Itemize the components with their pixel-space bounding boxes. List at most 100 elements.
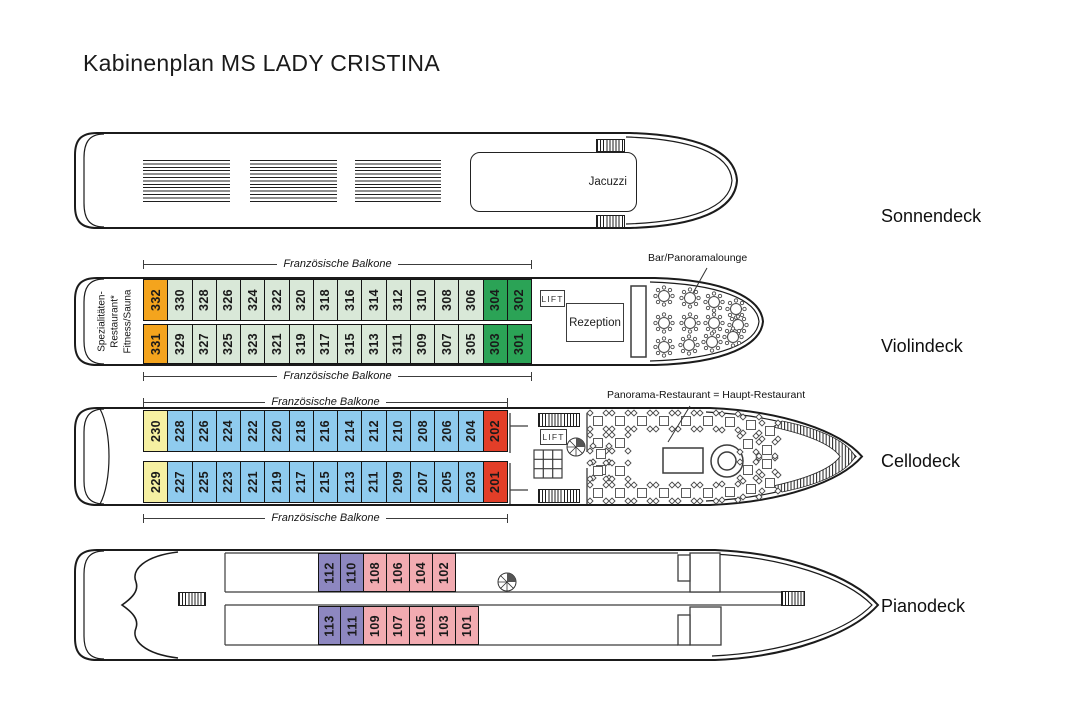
cabin-223: 223 (215, 461, 242, 503)
cabin-number: 317 (318, 332, 333, 356)
cabin-number: 332 (148, 288, 163, 312)
page-title: Kabinenplan MS LADY CRISTINA (83, 50, 440, 76)
cabin-number: 313 (366, 332, 381, 356)
round-feature-inner (717, 451, 737, 471)
cabin-307: 307 (434, 324, 460, 364)
cabin-number: 216 (318, 419, 333, 443)
french-balconies-bracket-top: Französische Balkone (143, 396, 509, 408)
cabin-205: 205 (434, 461, 460, 503)
cabin-number: 311 (391, 333, 406, 355)
stairs-icon (538, 413, 580, 427)
bracket-line (397, 375, 532, 377)
pantry-grid-box (533, 449, 563, 479)
cabin-101: 101 (454, 606, 479, 645)
cabin-325: 325 (215, 324, 241, 364)
cabin-number: 230 (148, 419, 163, 443)
cabin-number: 318 (318, 288, 333, 312)
cabin-228: 228 (167, 410, 193, 452)
cabin-309: 309 (409, 324, 435, 364)
cabin-number: 207 (415, 470, 430, 494)
cabin-number: 309 (415, 332, 430, 356)
cabin-219: 219 (264, 461, 290, 503)
cabin-number: 102 (436, 561, 451, 584)
deck-label-sonnendeck: Sonnendeck (881, 206, 982, 226)
cabin-315: 315 (337, 324, 363, 364)
cabin-number: 210 (391, 419, 406, 443)
buffet-box (662, 447, 704, 474)
cabin-number: 307 (439, 332, 454, 356)
bracket-tick (507, 397, 509, 407)
restaurant-pointer-line (667, 405, 691, 443)
cabin-number: 329 (172, 332, 187, 356)
jacuzzi-label: Jacuzzi (588, 176, 627, 188)
jacuzzi-box: Jacuzzi (470, 152, 637, 212)
french-balconies-label: Französische Balkone (271, 512, 380, 524)
cabin-number: 324 (245, 288, 260, 312)
cabin-number: 322 (269, 288, 284, 312)
cabin-number: 215 (318, 470, 333, 494)
cabin-number: 304 (488, 288, 503, 312)
cabin-number: 203 (464, 470, 479, 494)
restaurant-label: Panorama-Restaurant = Haupt-Restaurant (607, 389, 806, 401)
cabin-109: 109 (362, 606, 387, 645)
bow-rooms (677, 552, 722, 646)
bracket-tick (531, 371, 533, 381)
cabin-103: 103 (431, 606, 456, 645)
stern-inner-line (83, 408, 105, 505)
stern-inner-line (83, 278, 105, 365)
cabin-209: 209 (385, 461, 411, 503)
bow-inner-line (649, 281, 760, 362)
cabin-number: 325 (221, 332, 236, 356)
stern-deck-curve (99, 408, 110, 505)
cabin-number: 310 (415, 288, 430, 312)
cabin-number: 222 (245, 419, 260, 443)
bar-lounge-pointer-line (692, 267, 708, 294)
cabin-107: 107 (385, 606, 410, 645)
cabin-number: 331 (148, 332, 163, 356)
cabin-321: 321 (264, 324, 290, 364)
cabin-330: 330 (167, 279, 193, 321)
specialties-line-1: Spezialitäten- (96, 291, 108, 352)
cabin-number: 105 (413, 614, 428, 637)
cabin-308: 308 (434, 279, 460, 321)
cabin-313: 313 (361, 324, 387, 364)
bracket-line (144, 263, 278, 265)
cabin-number: 326 (221, 288, 236, 312)
cabin-number: 302 (512, 288, 527, 312)
reception-box: Rezeption (566, 303, 624, 342)
cabin-number: 315 (342, 332, 357, 356)
cabin-number: 101 (459, 614, 474, 637)
stern-brace-shape (120, 551, 179, 659)
cabin-329: 329 (167, 324, 193, 364)
specialties-restaurant-label: Spezialitäten- Restaurant* Fitness/Sauna (86, 279, 144, 364)
pianodeck-ship-outline (74, 549, 880, 661)
cabin-214: 214 (337, 410, 363, 452)
cabin-number: 206 (439, 419, 454, 443)
bar-lounge-label: Bar/Panoramalounge (648, 252, 748, 264)
cabin-number: 227 (172, 470, 187, 494)
cabin-212: 212 (361, 410, 387, 452)
cabin-number: 103 (436, 614, 451, 637)
sun-lounger-area (355, 160, 441, 203)
bracket-line (397, 263, 532, 265)
bow-hatched-band (771, 420, 856, 493)
cabin-number: 221 (245, 470, 260, 494)
cabin-211: 211 (361, 461, 387, 503)
cabin-301: 301 (506, 324, 532, 364)
cabin-322: 322 (264, 279, 290, 321)
cabin-number: 205 (439, 470, 454, 494)
french-balconies-bracket-top: Französische Balkone (143, 258, 533, 270)
bow-inner-line (711, 553, 873, 657)
cabin-112: 112 (318, 553, 342, 592)
cabin-number: 209 (391, 470, 406, 494)
cabin-324: 324 (240, 279, 266, 321)
lounge-wall (630, 285, 647, 358)
cabin-304: 304 (482, 279, 508, 321)
cabin-number: 108 (367, 561, 382, 584)
bracket-line (144, 517, 266, 519)
cabin-225: 225 (191, 461, 217, 503)
cabin-number: 214 (342, 419, 357, 443)
